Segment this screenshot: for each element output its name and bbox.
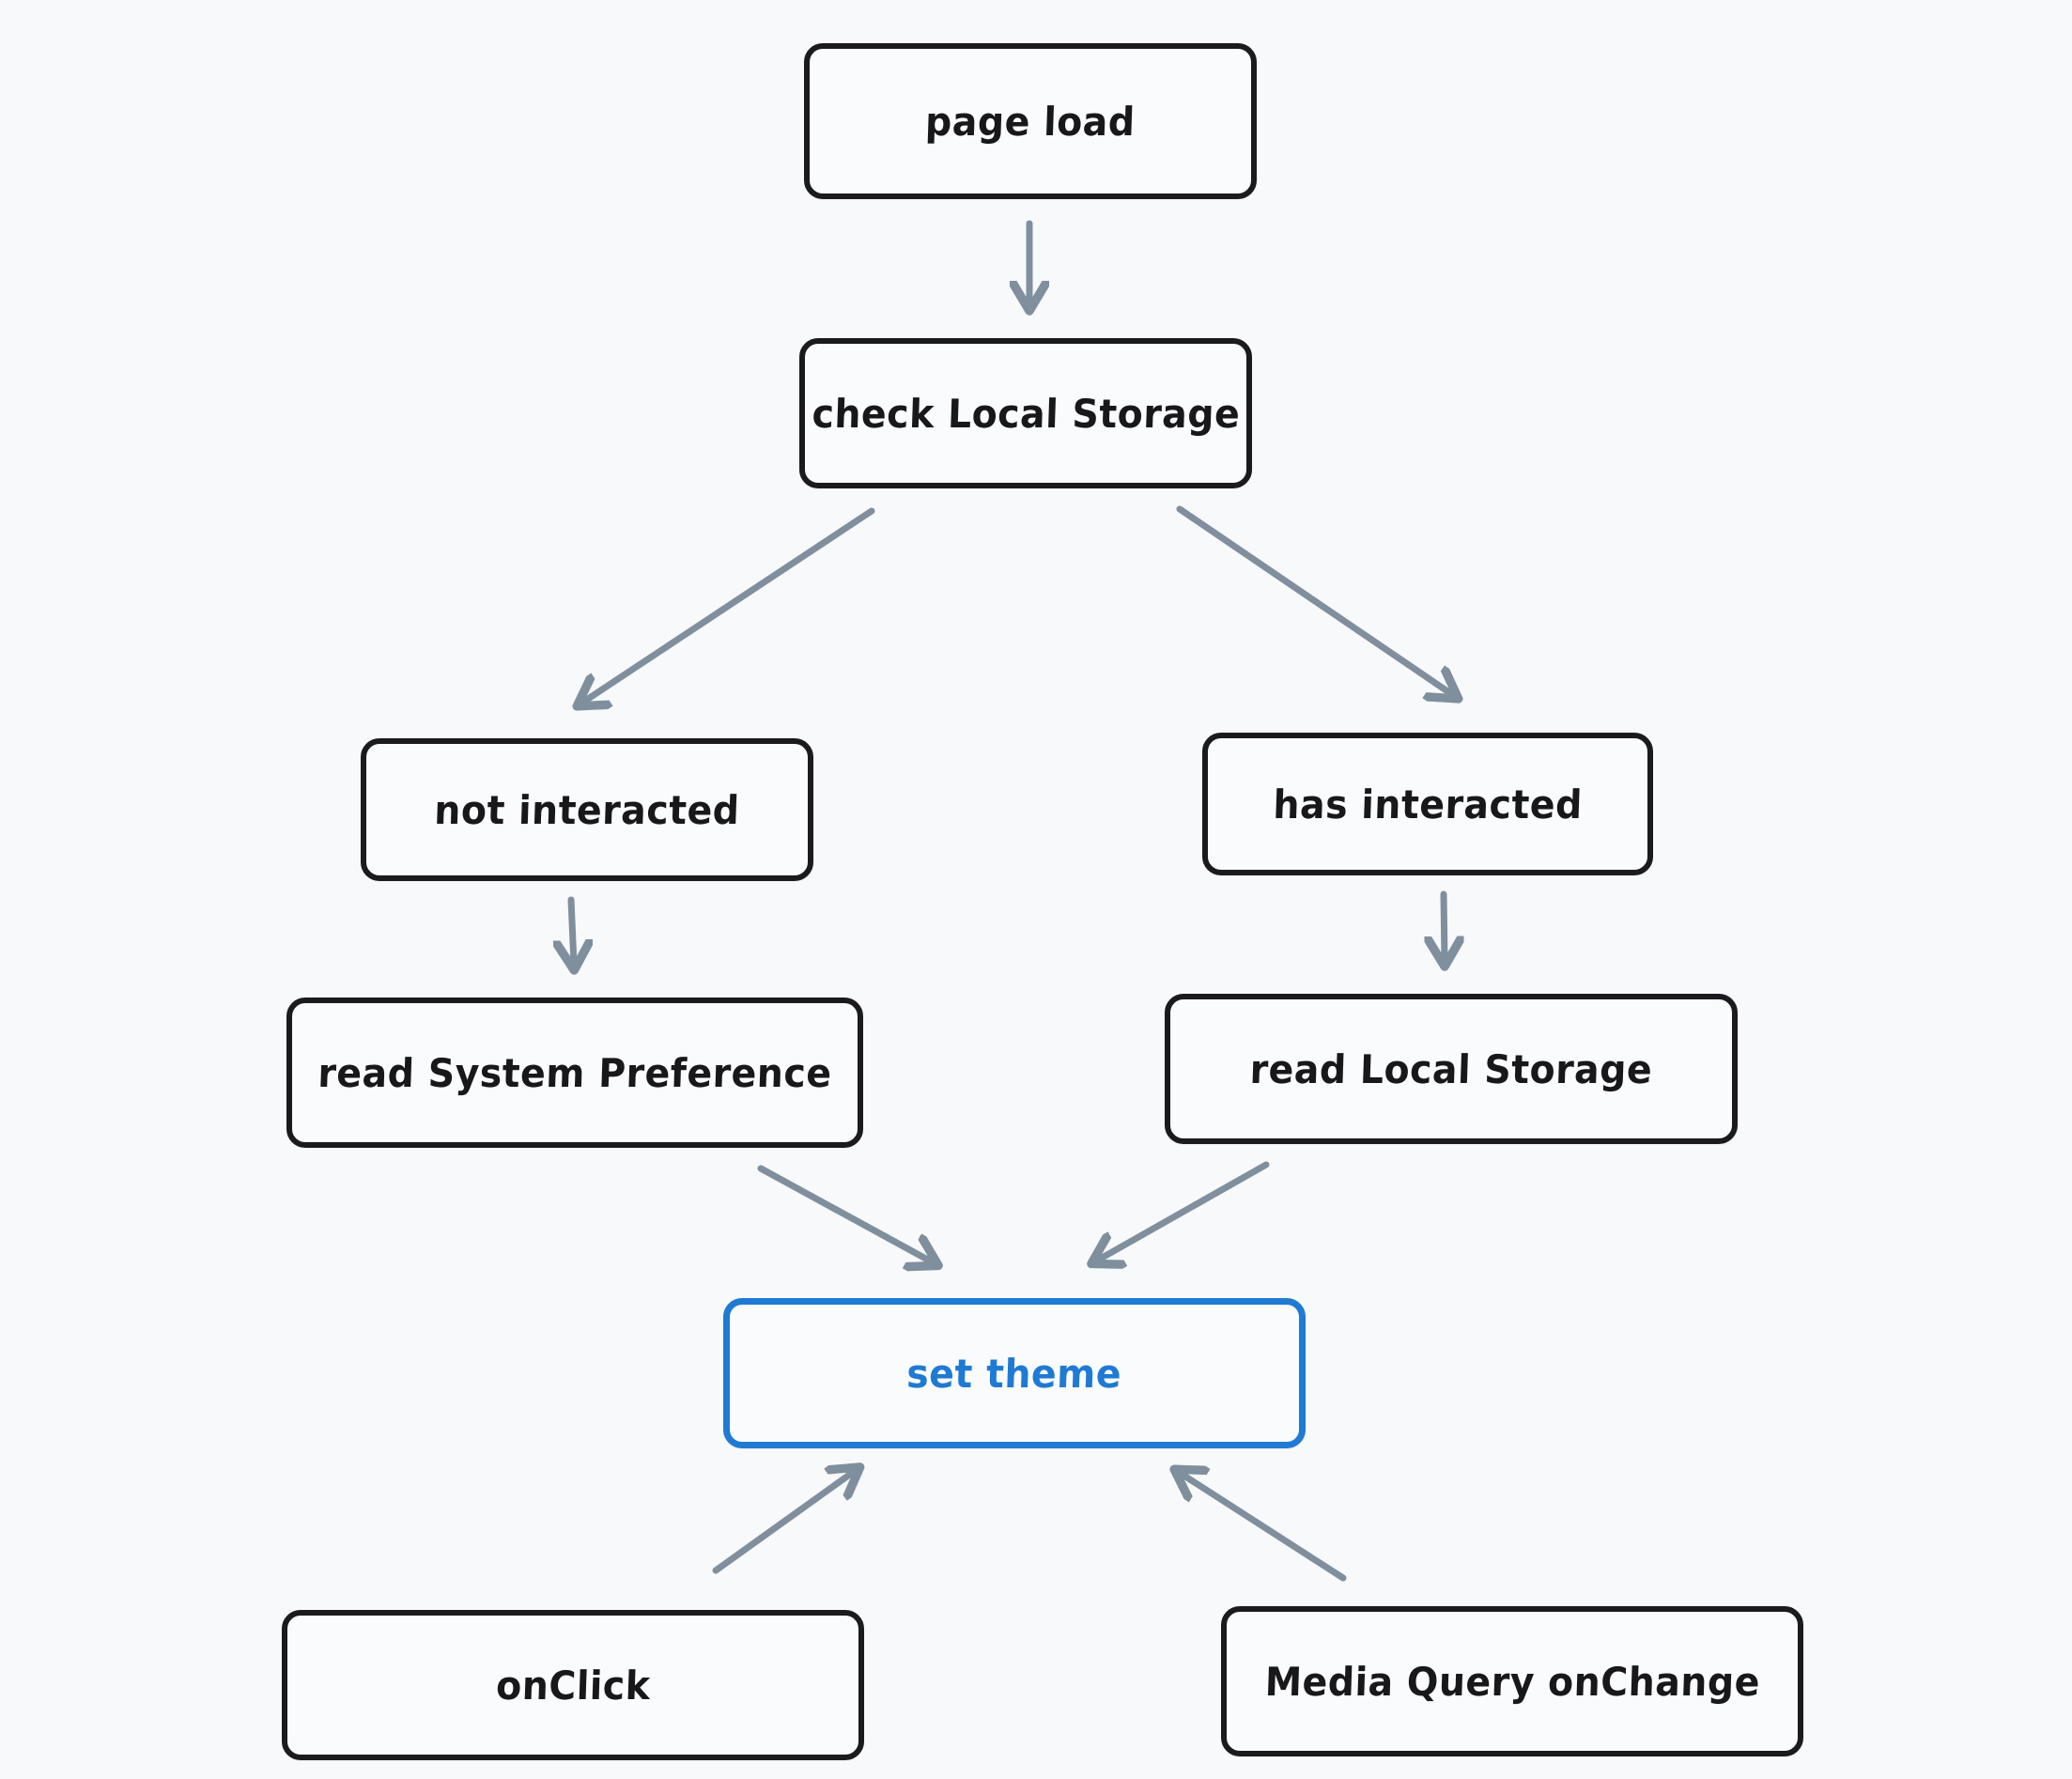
node-media-query-onchange[interactable]: Media Query onChange xyxy=(1221,1606,1803,1756)
edge-not-interacted-to-read-system xyxy=(571,896,574,964)
node-label: Media Query onChange xyxy=(1263,1658,1761,1705)
node-read-system-preference[interactable]: read System Preference xyxy=(286,998,863,1148)
edge-read-system-to-set-theme xyxy=(757,1165,933,1262)
edge-has-interacted-to-read-storage xyxy=(1444,890,1445,960)
node-label: page load xyxy=(924,98,1137,145)
node-label: not interacted xyxy=(433,786,741,833)
edge-read-storage-to-set-theme xyxy=(1097,1161,1270,1261)
node-set-theme[interactable]: set theme xyxy=(723,1298,1306,1448)
node-page-load[interactable]: page load xyxy=(804,43,1257,199)
node-onclick[interactable]: onClick xyxy=(282,1610,864,1760)
node-check-local-storage[interactable]: check Local Storage xyxy=(799,338,1252,488)
node-label: read System Preference xyxy=(317,1049,833,1096)
edge-check-storage-to-has-interacted xyxy=(1176,505,1453,695)
edge-onclick-to-set-theme xyxy=(712,1471,855,1574)
node-read-local-storage[interactable]: read Local Storage xyxy=(1165,994,1738,1144)
node-has-interacted[interactable]: has interacted xyxy=(1202,733,1653,875)
node-label: set theme xyxy=(905,1350,1123,1397)
node-not-interacted[interactable]: not interacted xyxy=(361,738,813,881)
edge-media-query-to-set-theme xyxy=(1180,1473,1347,1582)
node-label: onClick xyxy=(495,1662,651,1709)
node-label: check Local Storage xyxy=(811,390,1241,437)
edge-check-storage-to-not-interacted xyxy=(582,507,875,703)
node-label: read Local Storage xyxy=(1248,1045,1654,1092)
node-label: has interacted xyxy=(1272,781,1584,828)
